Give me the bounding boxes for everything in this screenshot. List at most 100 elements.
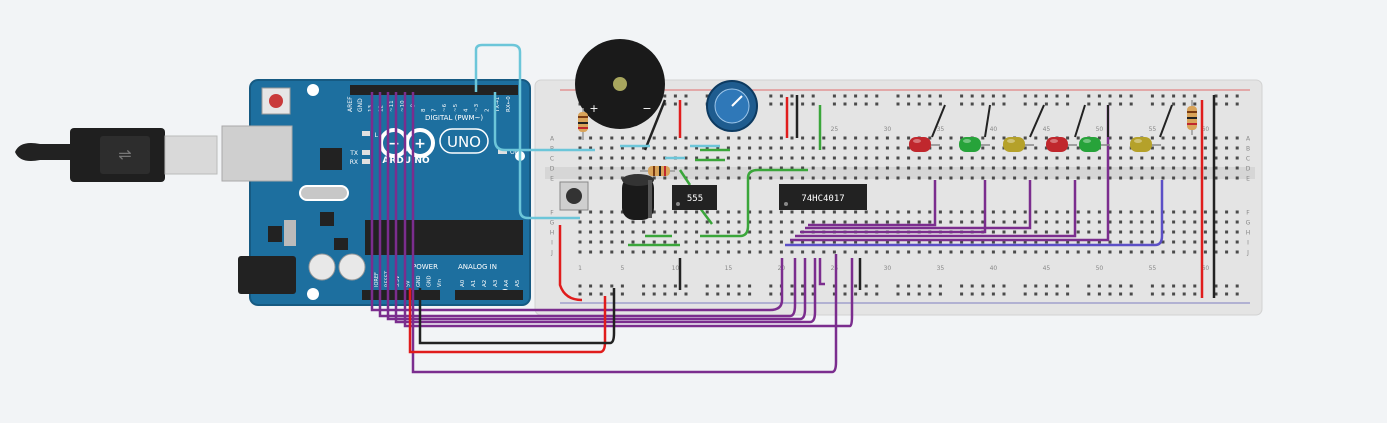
breadboard-hole[interactable] — [578, 176, 582, 180]
breadboard-hole[interactable] — [1066, 146, 1070, 150]
breadboard-hole[interactable] — [1203, 220, 1207, 224]
breadboard-hole[interactable] — [1129, 166, 1133, 170]
rail-hole[interactable] — [960, 284, 964, 288]
breadboard-hole[interactable] — [599, 240, 603, 244]
breadboard-hole[interactable] — [822, 250, 826, 254]
breadboard-hole[interactable] — [1225, 136, 1229, 140]
rail-hole[interactable] — [716, 292, 720, 296]
rail-hole[interactable] — [1161, 292, 1165, 296]
breadboard-hole[interactable] — [578, 250, 582, 254]
breadboard-hole[interactable] — [716, 166, 720, 170]
led-6[interactable] — [1130, 137, 1161, 152]
breadboard-hole[interactable] — [589, 240, 593, 244]
breadboard-hole[interactable] — [1002, 250, 1006, 254]
breadboard-hole[interactable] — [832, 220, 836, 224]
breadboard-hole[interactable] — [684, 136, 688, 140]
breadboard-hole[interactable] — [1108, 136, 1112, 140]
breadboard-hole[interactable] — [1150, 176, 1154, 180]
breadboard-hole[interactable] — [991, 210, 995, 214]
breadboard-hole[interactable] — [854, 210, 858, 214]
breadboard-hole[interactable] — [981, 240, 985, 244]
breadboard-hole[interactable] — [1150, 166, 1154, 170]
breadboard-hole[interactable] — [1225, 146, 1229, 150]
rail-hole[interactable] — [854, 284, 858, 288]
breadboard-hole[interactable] — [1034, 220, 1038, 224]
breadboard-hole[interactable] — [748, 220, 752, 224]
breadboard-hole[interactable] — [854, 166, 858, 170]
breadboard-hole[interactable] — [1002, 166, 1006, 170]
rail-hole[interactable] — [726, 284, 730, 288]
breadboard-hole[interactable] — [1140, 230, 1144, 234]
rail-hole[interactable] — [769, 94, 773, 98]
breadboard-hole[interactable] — [620, 210, 624, 214]
breadboard-hole[interactable] — [885, 220, 889, 224]
breadboard-hole[interactable] — [1034, 250, 1038, 254]
rail-hole[interactable] — [843, 284, 847, 288]
breadboard-hole[interactable] — [949, 250, 953, 254]
rail-hole[interactable] — [1066, 102, 1070, 106]
breadboard-hole[interactable] — [748, 230, 752, 234]
breadboard-hole[interactable] — [970, 210, 974, 214]
rail-hole[interactable] — [991, 292, 995, 296]
breadboard-hole[interactable] — [970, 240, 974, 244]
breadboard-hole[interactable] — [695, 240, 699, 244]
breadboard-hole[interactable] — [991, 146, 995, 150]
breadboard-hole[interactable] — [864, 146, 868, 150]
breadboard-hole[interactable] — [599, 230, 603, 234]
breadboard-hole[interactable] — [1214, 136, 1218, 140]
rail-hole[interactable] — [1214, 292, 1218, 296]
breadboard-hole[interactable] — [1225, 240, 1229, 244]
breadboard-hole[interactable] — [907, 220, 911, 224]
rail-hole[interactable] — [748, 292, 752, 296]
breadboard-hole[interactable] — [1150, 210, 1154, 214]
rail-hole[interactable] — [726, 292, 730, 296]
rail-hole[interactable] — [1119, 102, 1123, 106]
breadboard-hole[interactable] — [960, 250, 964, 254]
breadboard-hole[interactable] — [864, 166, 868, 170]
breadboard-hole[interactable] — [779, 230, 783, 234]
breadboard-hole[interactable] — [1129, 250, 1133, 254]
breadboard-hole[interactable] — [1076, 250, 1080, 254]
breadboard-hole[interactable] — [875, 210, 879, 214]
breadboard-hole[interactable] — [642, 220, 646, 224]
breadboard-hole[interactable] — [705, 240, 709, 244]
breadboard-hole[interactable] — [822, 146, 826, 150]
breadboard-hole[interactable] — [1172, 146, 1176, 150]
breadboard-hole[interactable] — [1172, 166, 1176, 170]
breadboard-hole[interactable] — [864, 176, 868, 180]
breadboard-hole[interactable] — [1225, 230, 1229, 234]
rail-hole[interactable] — [1182, 284, 1186, 288]
rail-hole[interactable] — [801, 94, 805, 98]
breadboard-hole[interactable] — [981, 146, 985, 150]
breadboard-hole[interactable] — [1203, 240, 1207, 244]
breadboard-hole[interactable] — [917, 250, 921, 254]
rail-hole[interactable] — [843, 102, 847, 106]
breadboard-hole[interactable] — [1097, 240, 1101, 244]
breadboard-hole[interactable] — [1203, 146, 1207, 150]
breadboard-hole[interactable] — [1172, 136, 1176, 140]
breadboard-hole[interactable] — [938, 240, 942, 244]
breadboard-hole[interactable] — [1076, 240, 1080, 244]
breadboard-hole[interactable] — [1097, 136, 1101, 140]
breadboard-hole[interactable] — [769, 230, 773, 234]
breadboard-hole[interactable] — [885, 210, 889, 214]
rail-hole[interactable] — [642, 292, 646, 296]
rail-hole[interactable] — [705, 94, 709, 98]
breadboard-hole[interactable] — [758, 230, 762, 234]
breadboard-hole[interactable] — [1119, 136, 1123, 140]
breadboard-hole[interactable] — [726, 136, 730, 140]
breadboard-hole[interactable] — [938, 136, 942, 140]
breadboard-hole[interactable] — [748, 176, 752, 180]
breadboard-hole[interactable] — [1203, 210, 1207, 214]
breadboard-hole[interactable] — [748, 146, 752, 150]
breadboard-hole[interactable] — [631, 166, 635, 170]
rail-hole[interactable] — [1225, 292, 1229, 296]
breadboard-hole[interactable] — [875, 156, 879, 160]
breadboard-hole[interactable] — [1002, 176, 1006, 180]
rail-hole[interactable] — [769, 102, 773, 106]
breadboard-hole[interactable] — [875, 176, 879, 180]
breadboard-hole[interactable] — [1013, 220, 1017, 224]
breadboard-hole[interactable] — [705, 220, 709, 224]
breadboard-hole[interactable] — [801, 146, 805, 150]
breadboard-hole[interactable] — [1150, 230, 1154, 234]
